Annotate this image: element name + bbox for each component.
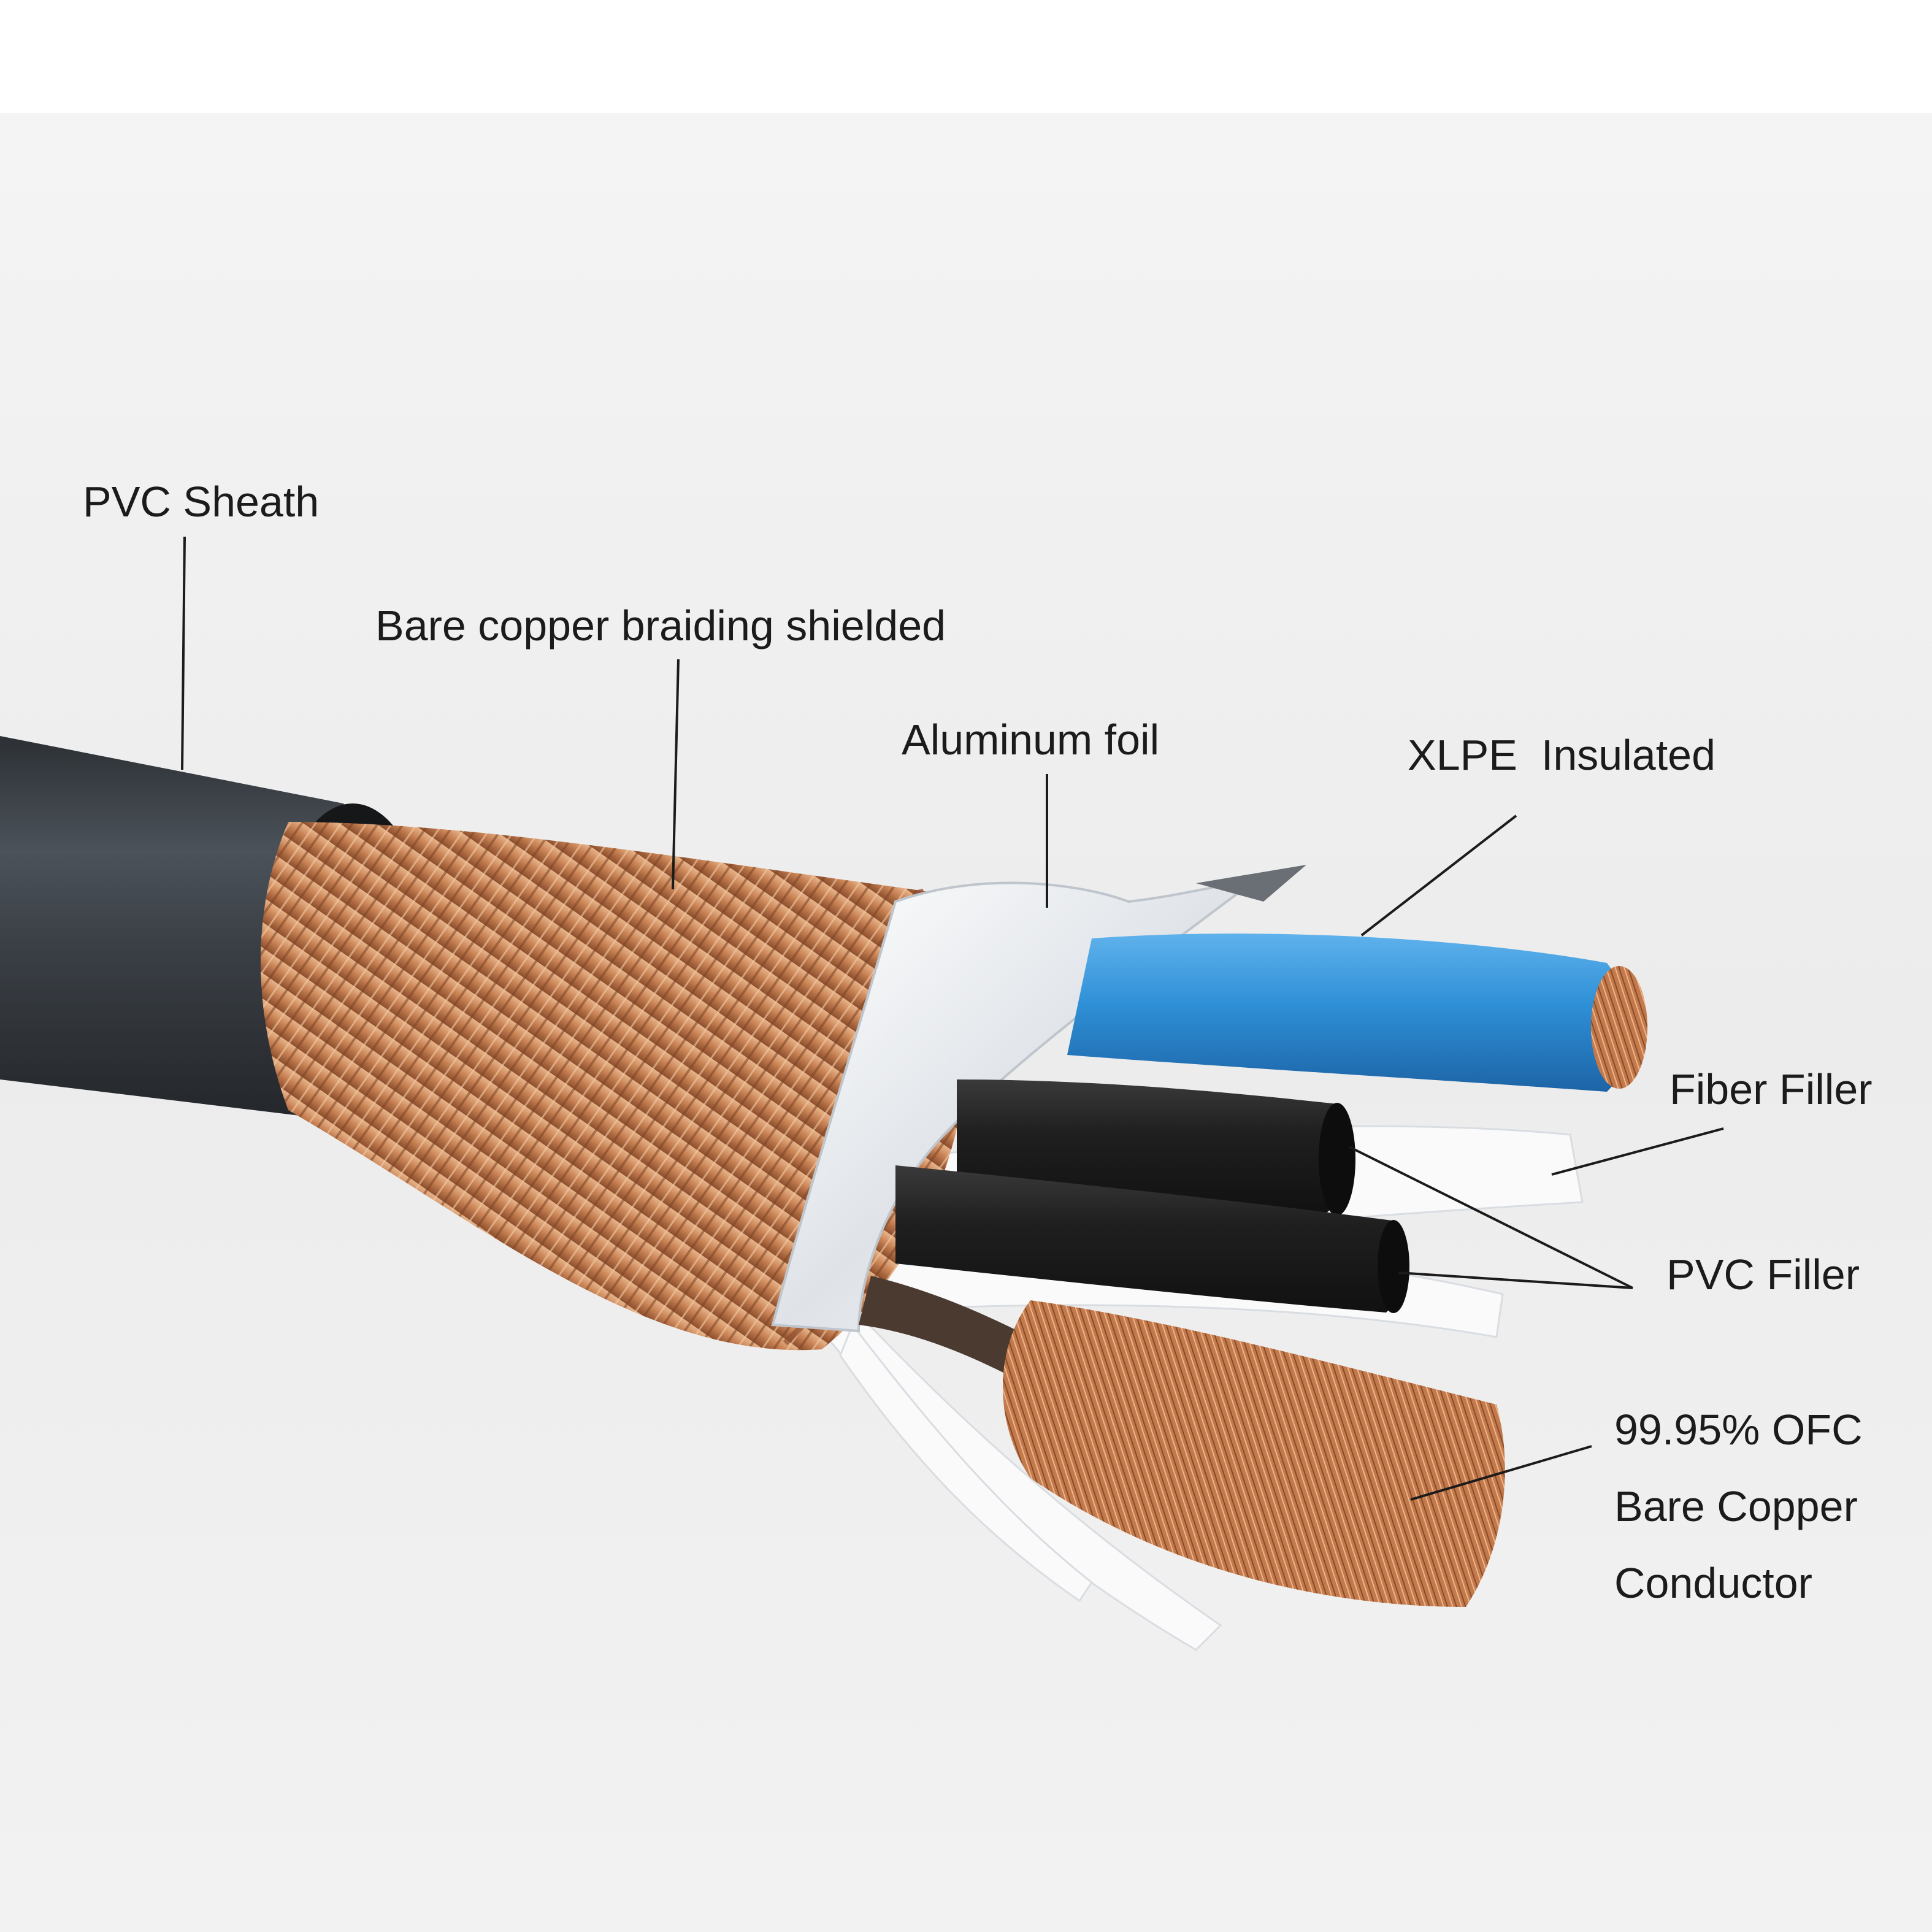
pvc-filler-cores bbox=[895, 1079, 1409, 1313]
label-conductor-line2: Bare Copper bbox=[1614, 1482, 1858, 1530]
bare-copper-conductor bbox=[859, 1276, 1505, 1607]
label-pvc-filler: PVC Filler bbox=[1666, 1251, 1860, 1298]
label-pvc-sheath: PVC Sheath bbox=[83, 478, 319, 526]
leader-pvc-filler-a bbox=[1349, 1146, 1633, 1289]
leader-pvc-sheath bbox=[181, 536, 186, 770]
leader-xlpe bbox=[1360, 815, 1517, 937]
label-fiber-filler: Fiber Filler bbox=[1669, 1065, 1873, 1113]
leader-copper-braid bbox=[672, 659, 680, 890]
label-copper-braid: Bare copper braiding shielded bbox=[375, 602, 946, 650]
label-aluminum-foil: Aluminum foil bbox=[902, 716, 1159, 764]
label-xlpe: XLPE Insulated bbox=[1408, 731, 1715, 779]
xlpe-blue-core bbox=[1067, 933, 1647, 1092]
leader-conductor bbox=[1410, 1445, 1592, 1501]
leader-fiber-filler bbox=[1551, 1127, 1724, 1176]
label-conductor-line3: Conductor bbox=[1614, 1559, 1812, 1607]
leader-lines bbox=[181, 536, 1724, 1501]
label-conductor-line1: 99.95% OFC bbox=[1614, 1406, 1863, 1454]
labels: PVC Sheath Bare copper braiding shielded… bbox=[83, 478, 1873, 1607]
leader-pvc-filler-b bbox=[1398, 1271, 1633, 1289]
